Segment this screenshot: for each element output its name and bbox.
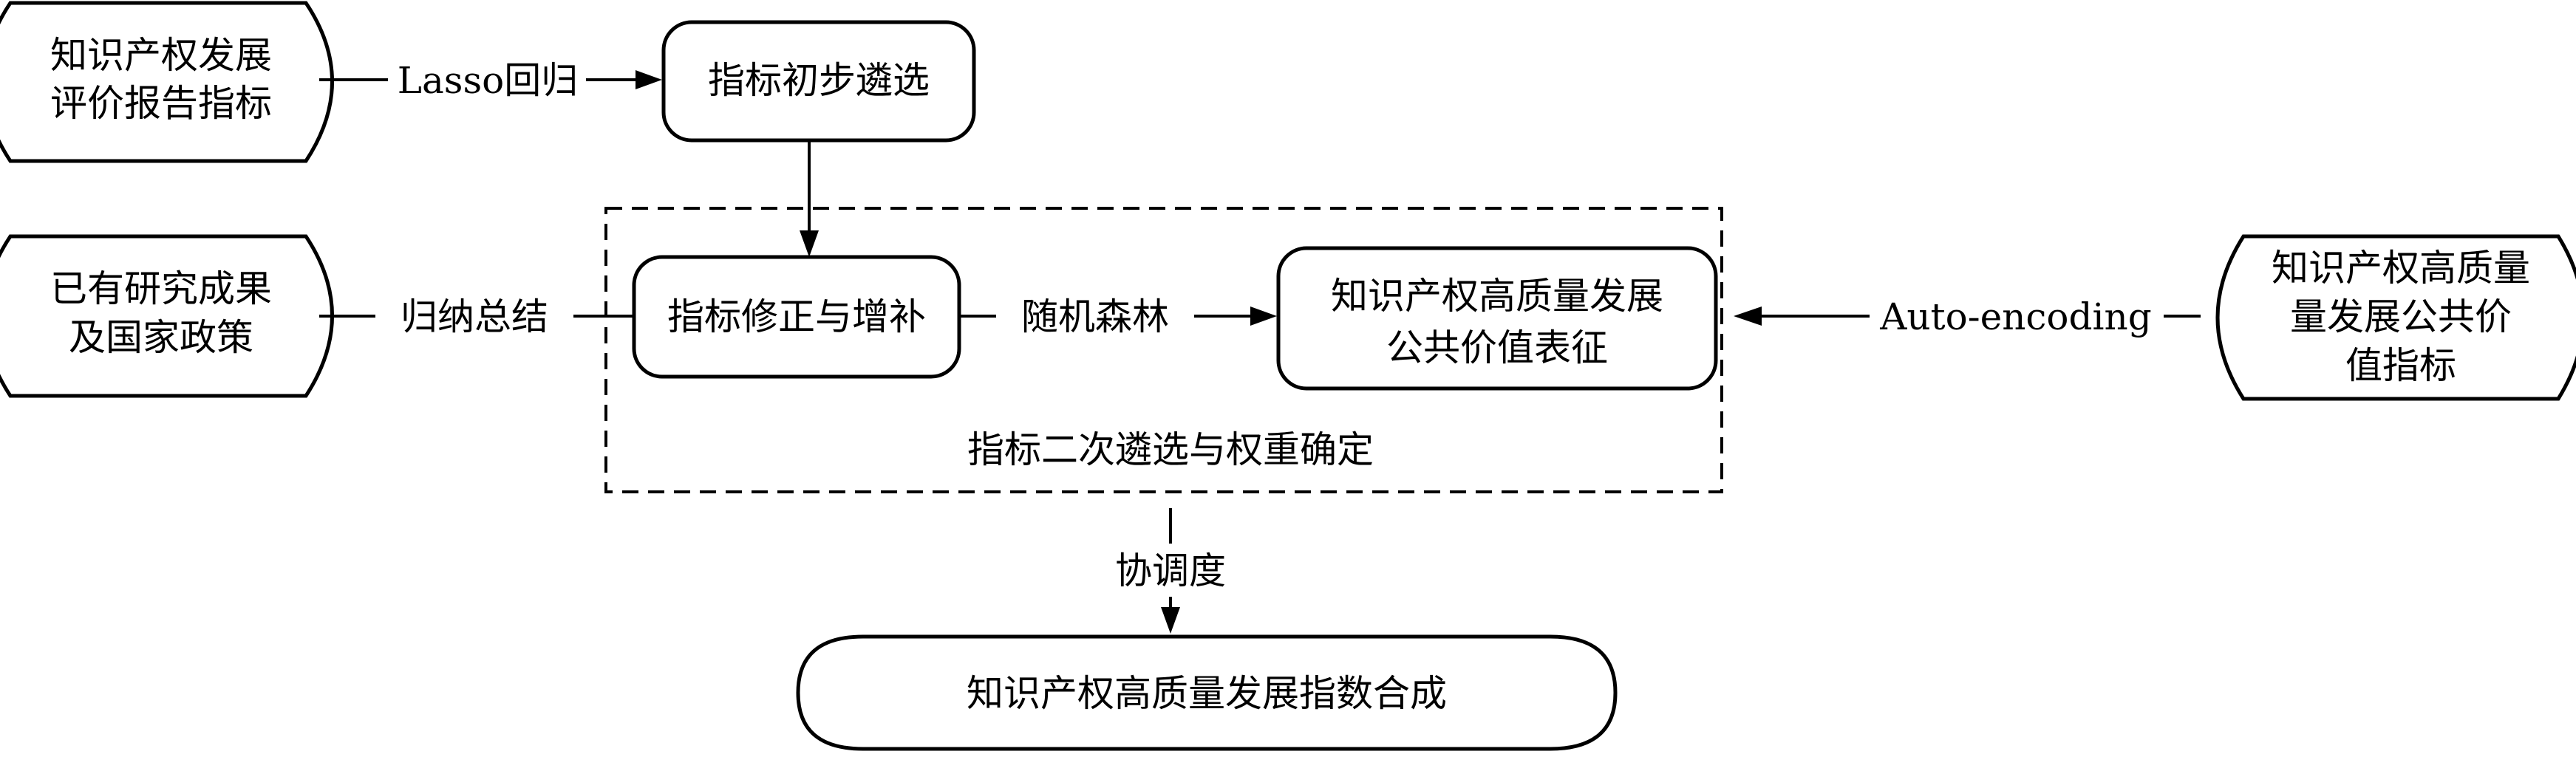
node-text: 知识产权发展 [50, 34, 272, 77]
node-index-synthesis: 知识产权高质量发展指数合成 [796, 634, 1618, 751]
node-text: 值指标 [2345, 344, 2456, 387]
edge-label-autoencoding: Auto-encoding [1879, 295, 2152, 338]
label-background [996, 290, 1194, 343]
node-text: 指标初步遴选 [708, 59, 930, 102]
group-label: 指标二次遴选与权重确定 [967, 428, 1374, 471]
node-public-value-characterization: 知识产权高质量发展 公共价值表征 [1276, 246, 1718, 391]
arrowhead [1161, 607, 1180, 634]
document-shape [0, 1, 334, 163]
node-existing-research: 已有研究成果 及国家政策 [0, 234, 334, 398]
label-background [388, 53, 586, 106]
node-text: 量发展公共价 [2290, 295, 2512, 338]
node-public-value-indicators: 知识产权高质量 量发展公共价 值指标 [2215, 234, 2576, 401]
node-initial-screening: 指标初步遴选 [661, 20, 976, 143]
label-background [1094, 544, 1247, 597]
arrowhead [1250, 306, 1277, 326]
document-shape [2215, 234, 2576, 401]
edge-label-lasso: Lasso回归 [398, 59, 578, 102]
arrowhead [800, 230, 819, 257]
terminal-shape [796, 634, 1618, 751]
arrowhead [1734, 306, 1762, 326]
arrowhead [636, 70, 662, 89]
rounded-box [1276, 246, 1718, 391]
edge-label-coordination: 协调度 [1115, 549, 1226, 592]
node-text: 评价报告指标 [50, 82, 272, 125]
rounded-box [661, 20, 976, 143]
label-background [1870, 290, 2164, 343]
node-text: 已有研究成果 [50, 267, 272, 310]
node-text: 指标修正与增补 [667, 295, 926, 338]
group-secondary-screening-box [604, 207, 1723, 493]
node-text: 知识产权高质量发展 [1331, 275, 1663, 318]
node-text: 及国家政策 [69, 316, 253, 359]
node-ip-report-indicators: 知识产权发展 评价报告指标 [0, 1, 334, 163]
node-text: 知识产权高质量 [2272, 247, 2530, 290]
node-text: 公共价值表征 [1386, 326, 1608, 369]
node-revision-supplement: 指标修正与增补 [632, 255, 961, 379]
document-shape [0, 234, 334, 398]
edge-label-induction: 归纳总结 [401, 295, 548, 338]
edge-label-random-forest: 随机森林 [1021, 295, 1169, 338]
label-background [375, 290, 573, 343]
node-text: 知识产权高质量发展指数合成 [967, 672, 1447, 715]
